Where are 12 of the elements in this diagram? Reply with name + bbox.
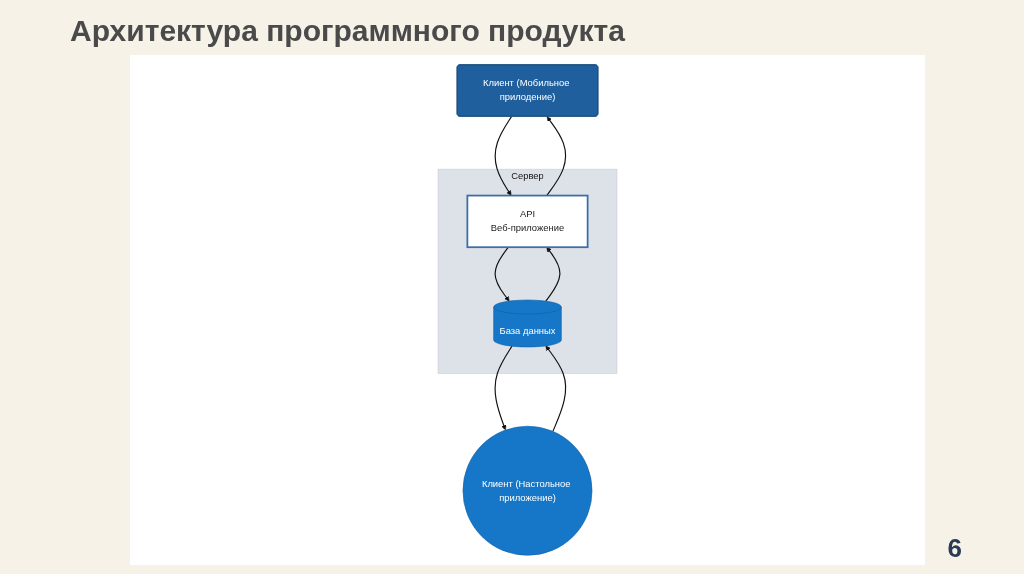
arrow — [494, 116, 513, 196]
slide-title: Архитектура программного продукта — [70, 14, 625, 48]
diagram-panel: Клиент (Мобильное прилодение) Сервер API Веб-приложение База данных Клиент (Настольное приложение) — [130, 55, 925, 565]
node-box — [466, 194, 589, 249]
cluster — [437, 168, 618, 374]
node-circle — [462, 425, 593, 556]
arrow — [494, 246, 510, 302]
arrow — [494, 345, 513, 431]
arrow — [545, 345, 567, 432]
page-number: 6 — [947, 533, 962, 564]
arrow — [546, 116, 567, 197]
arrow — [545, 246, 561, 302]
